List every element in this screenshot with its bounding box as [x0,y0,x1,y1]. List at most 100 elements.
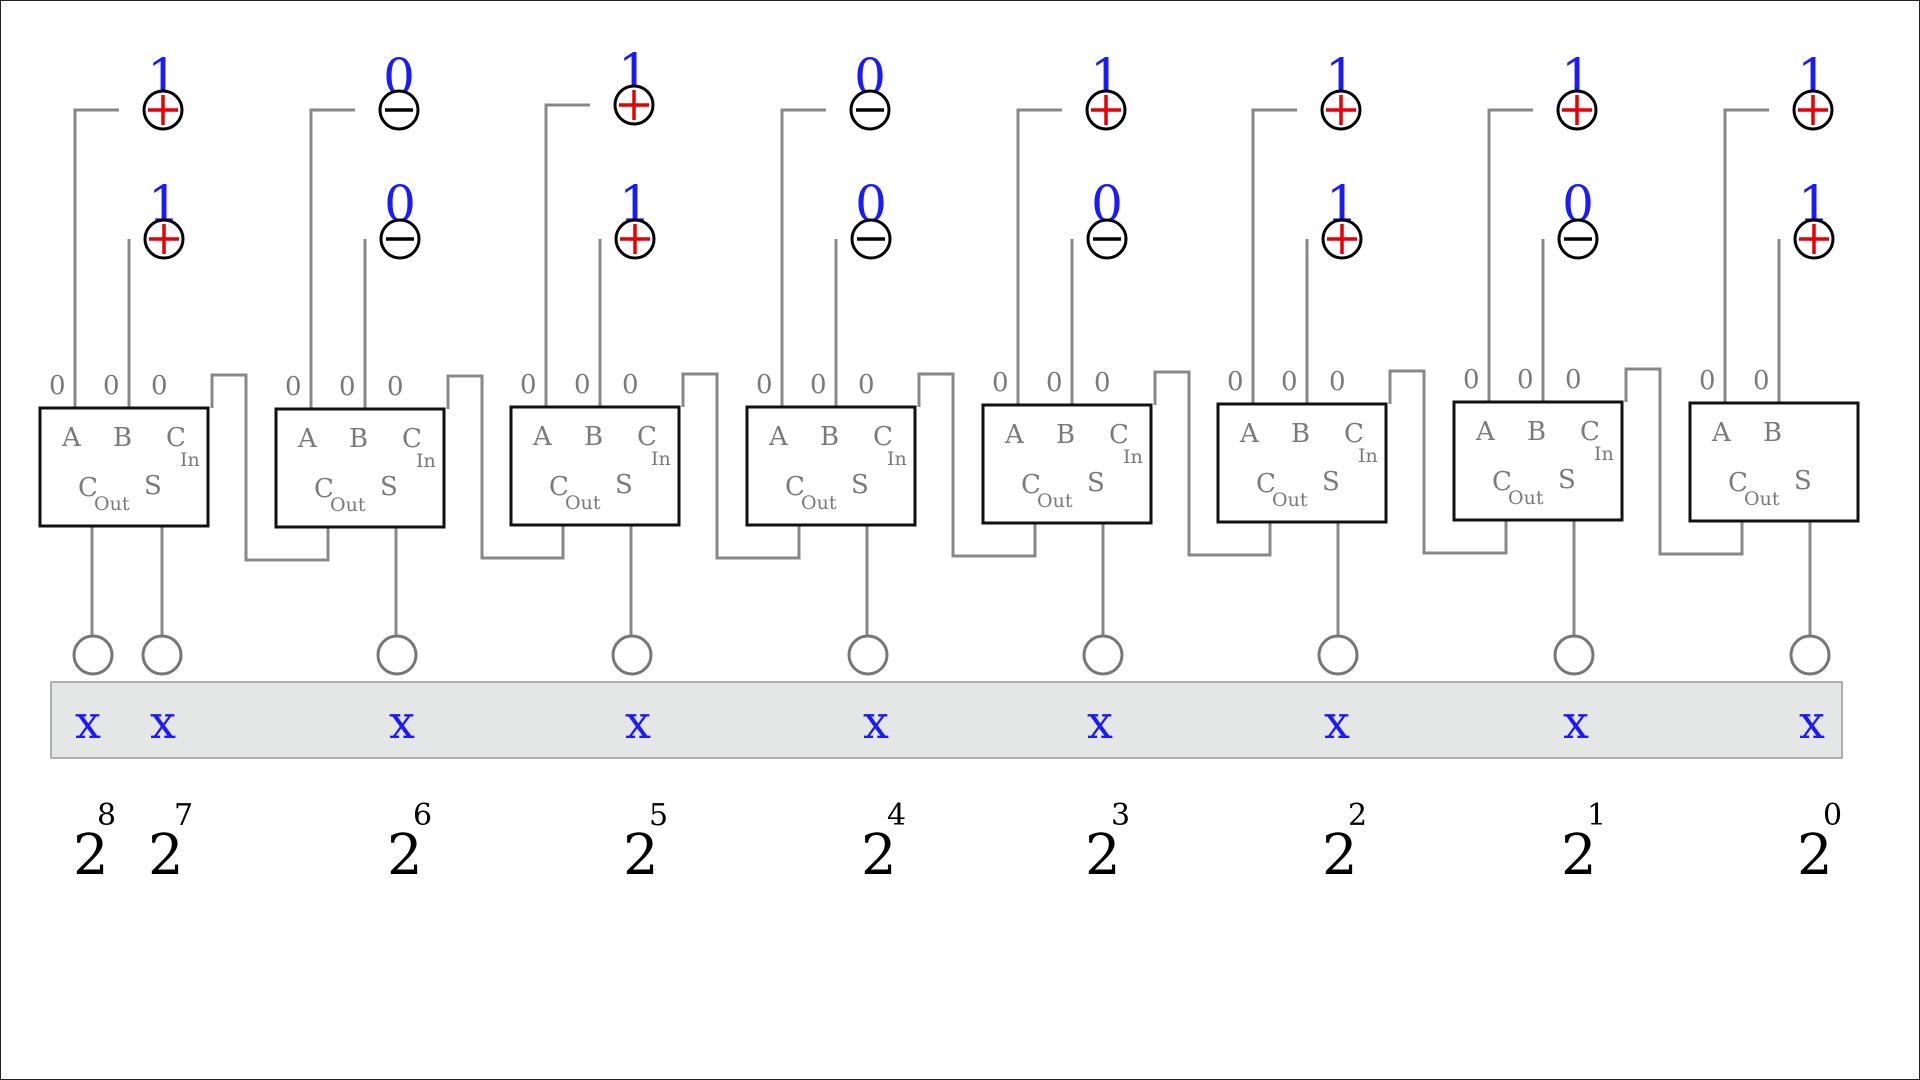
pin-zero-cin: 0 [1329,367,1346,397]
pin-cout-sub: Out [330,494,366,516]
pin-a-label: A [297,424,318,454]
pin-c-label: C [1344,419,1364,449]
input-a-bit: 1 [613,43,655,126]
place-value: 24 [861,798,906,888]
output-terminal [1082,634,1124,676]
output-terminal [1317,634,1359,676]
output-bit: x [141,634,183,749]
output-value: x [863,695,889,749]
output-value: x [1087,695,1113,749]
output-bit: x [847,634,889,749]
output-bit: x [376,634,418,749]
pin-c-label: C [402,424,422,454]
plus-sign [148,95,178,125]
wire-a [1723,108,1769,403]
pin-zero-cin: 0 [1565,365,1582,395]
pin-zero-cin: 0 [151,371,168,401]
pin-cout-sub: Out [1272,489,1308,511]
input-b-bit: 0 [1557,175,1599,260]
plus-sign [1798,95,1828,125]
wire-a [780,108,826,407]
input-b-bit: 0 [379,175,421,260]
output-value: x [75,695,101,749]
wire-carry [210,373,330,562]
pin-cout-sub: Out [94,493,130,515]
input-a-bit: 1 [1792,48,1834,131]
pin-s-label: S [144,471,162,501]
pin-cout-label: C [314,474,334,504]
adder-box [1452,400,1624,522]
adder-box [745,405,917,527]
input-b-bit: 0 [1086,175,1128,260]
pin-zero-a: 0 [520,370,537,400]
place-exponent: 4 [887,798,906,833]
plus-sign [620,224,650,254]
pin-zero-b: 0 [810,370,827,400]
output-band [50,681,1843,759]
pin-zero-cin: 0 [1094,368,1111,398]
output-value: x [150,695,176,749]
pin-c-label: C [873,422,893,452]
wire-carry [1624,367,1744,556]
pin-c-in-sub: In [416,450,436,472]
wire-carry [917,372,1037,558]
wire-carry [446,374,565,560]
place-base: 2 [623,823,659,888]
pin-zero-b: 0 [1281,367,1298,397]
pin-zero-b: 0 [1046,368,1063,398]
place-value: 25 [623,798,668,888]
output-terminal [847,634,889,676]
plus-sign [619,90,649,120]
place-value: 20 [1797,798,1842,888]
pin-cout-sub: Out [801,492,837,514]
wire-a [73,108,119,408]
pin-zero-b: 0 [574,370,591,400]
pin-a-label: A [1475,417,1496,447]
place-exponent: 5 [649,798,668,833]
pin-cout-sub: Out [1744,488,1780,510]
output-bit: x [1082,634,1124,749]
pin-c-in-sub: In [180,449,200,471]
place-exponent: 0 [1823,798,1842,833]
pin-zero-b: 0 [1753,366,1770,396]
output-bit: x [611,634,653,749]
output-value: x [1799,695,1825,749]
pin-s-label: S [380,472,398,502]
output-terminal [611,634,653,676]
output-terminal [72,634,114,676]
pin-a-label: A [61,423,82,453]
place-exponent: 6 [413,798,432,833]
pin-zero-a: 0 [49,371,66,401]
input-b-bit: 0 [850,175,892,260]
input-a-bit: 1 [1556,48,1598,131]
place-value: 27 [148,798,193,888]
place-exponent: 3 [1111,798,1130,833]
adder-box [274,407,446,529]
pin-zero-a: 0 [1227,367,1244,397]
place-value: 23 [1085,798,1130,888]
pin-c-in-sub: In [651,448,671,470]
place-base: 2 [1797,823,1833,888]
output-bit: x [1317,634,1359,749]
place-base: 2 [1085,823,1121,888]
pin-b-label: B [584,422,603,452]
pin-cout-label: C [785,472,805,502]
output-value: x [1563,695,1589,749]
pin-zero-cin: 0 [622,370,639,400]
pin-zero-a: 0 [756,370,773,400]
place-exponent: 7 [174,798,193,833]
adder-box [1688,401,1860,523]
place-value: 26 [387,798,432,888]
input-a-bit: 1 [1320,48,1362,131]
wire-a [309,108,355,409]
pin-a-label: A [768,422,789,452]
place-base: 2 [861,823,897,888]
pin-zero-a: 0 [992,368,1009,398]
pin-a-label: A [532,422,553,452]
